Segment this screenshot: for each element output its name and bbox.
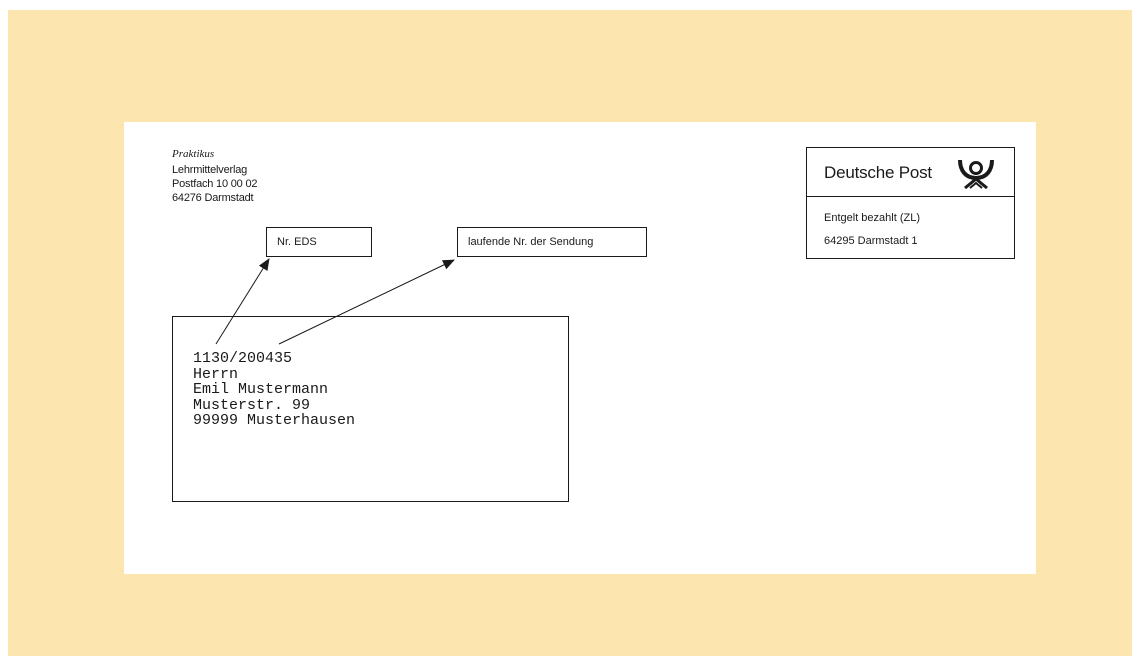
sender-pobox: Postfach 10 00 02 — [172, 178, 258, 190]
address-line-city: 99999 Musterhausen — [193, 412, 356, 429]
posthorn-icon — [958, 159, 994, 189]
sender-city: 64276 Darmstadt — [172, 192, 254, 204]
label-sequence-number: laufende Nr. der Sendung — [457, 227, 647, 257]
label-eds-number: Nr. EDS — [266, 227, 372, 257]
postage-body: Entgelt bezahlt (ZL) 64295 Darmstadt 1 — [807, 197, 1014, 248]
envelope: Praktikus Lehrmittelverlag Postfach 10 0… — [124, 122, 1036, 574]
sender-company: Lehrmittelverlag — [172, 164, 248, 176]
postage-office: 64295 Darmstadt 1 — [824, 235, 918, 247]
address-line-salutation: Herrn — [193, 365, 239, 383]
address-line-street: Musterstr. 99 — [193, 396, 311, 414]
postage-fee-paid: Entgelt bezahlt (ZL) — [824, 212, 920, 224]
address-line-reference: 1130/200435 — [193, 350, 293, 367]
postage-brand: Deutsche Post — [824, 163, 932, 182]
postage-header: Deutsche Post — [807, 148, 1014, 197]
address-line-name: Emil Mustermann — [193, 381, 329, 398]
sender-brand: Praktikus — [172, 148, 215, 160]
postage-imprint: Deutsche Post Entgelt bezahlt (ZL) 64295… — [806, 147, 1015, 259]
background-panel: Praktikus Lehrmittelverlag Postfach 10 0… — [8, 10, 1132, 656]
sender-block: Praktikus Lehrmittelverlag Postfach 10 0… — [172, 147, 257, 205]
